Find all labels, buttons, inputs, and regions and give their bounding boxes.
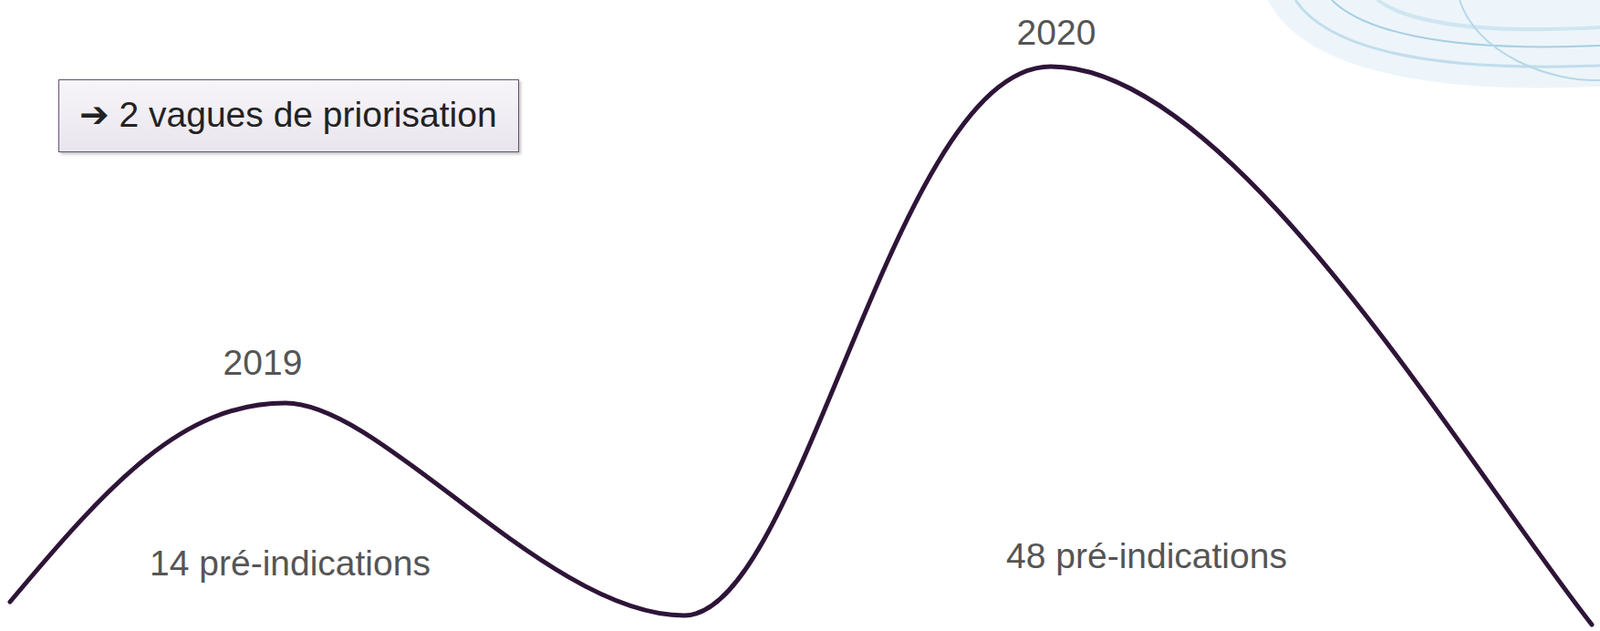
count-label: 48 pré-indications bbox=[1006, 536, 1288, 578]
heading-box: ➔ 2 vagues de priorisation bbox=[58, 79, 520, 153]
count-label: 14 pré-indications bbox=[149, 543, 431, 585]
swirl-line bbox=[1459, 0, 1600, 81]
year-label: 2019 bbox=[223, 342, 303, 385]
corner-band bbox=[1267, 0, 1600, 88]
box-text: ➔ 2 vagues de priorisation bbox=[79, 94, 499, 136]
wave-curve bbox=[10, 66, 1592, 625]
swirl-line bbox=[1295, 0, 1600, 67]
swirl-line bbox=[1331, 0, 1600, 47]
swirl-line bbox=[1377, 0, 1600, 30]
year-label: 2020 bbox=[1017, 12, 1097, 54]
corner-decoration bbox=[1267, 0, 1600, 88]
